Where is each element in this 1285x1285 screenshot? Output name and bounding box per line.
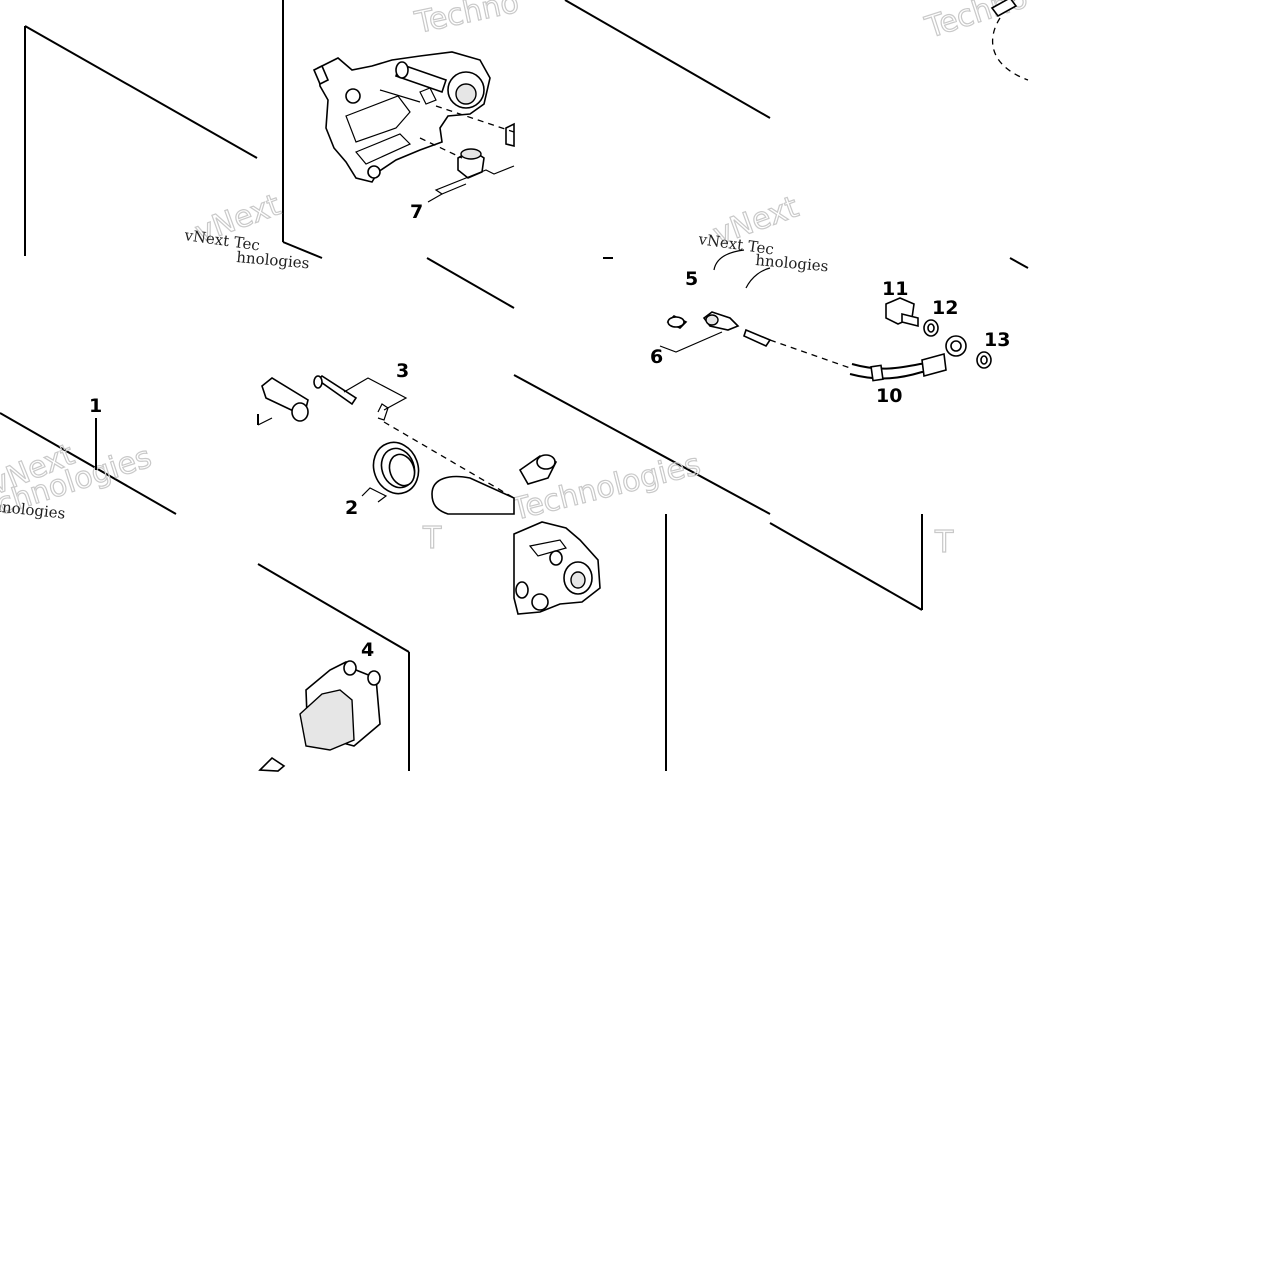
callout-1: 1 [89,395,102,417]
callout-4: 4 [361,639,374,661]
callout-6: 6 [650,346,663,368]
callout-11: 11 [882,278,908,300]
callout-labels: 1 2 3 4 5 6 7 10 11 12 13 [89,201,1010,661]
callout-5: 5 [685,268,698,290]
callout-10: 10 [876,385,902,407]
watermarks: Techno Techno vNext Technologies Technol… [0,0,1033,561]
panel-frame-lines [0,0,1029,771]
watermark-t-right: T [934,525,954,560]
callout-7: 7 [410,201,423,223]
caliper-body-drawing [513,454,601,615]
callout-2: 2 [345,497,358,519]
watermark-serif-left-2: hnologies [236,248,310,272]
watermark-t-lower-mid: T [422,521,442,556]
brake-hose-drawing [990,0,1029,81]
watermark-serif-right-2: hnologies [755,251,829,275]
pins-and-piston-drawing [257,374,515,515]
callout-12: 12 [932,297,958,319]
brake-pads-drawing [258,660,381,772]
caliper-bracket-drawing [312,51,515,203]
watermark-technologies-top: Techno [411,0,522,41]
bleeder-and-hose-drawing [659,249,992,382]
callout-13: 13 [984,329,1010,351]
callout-3: 3 [396,360,409,382]
